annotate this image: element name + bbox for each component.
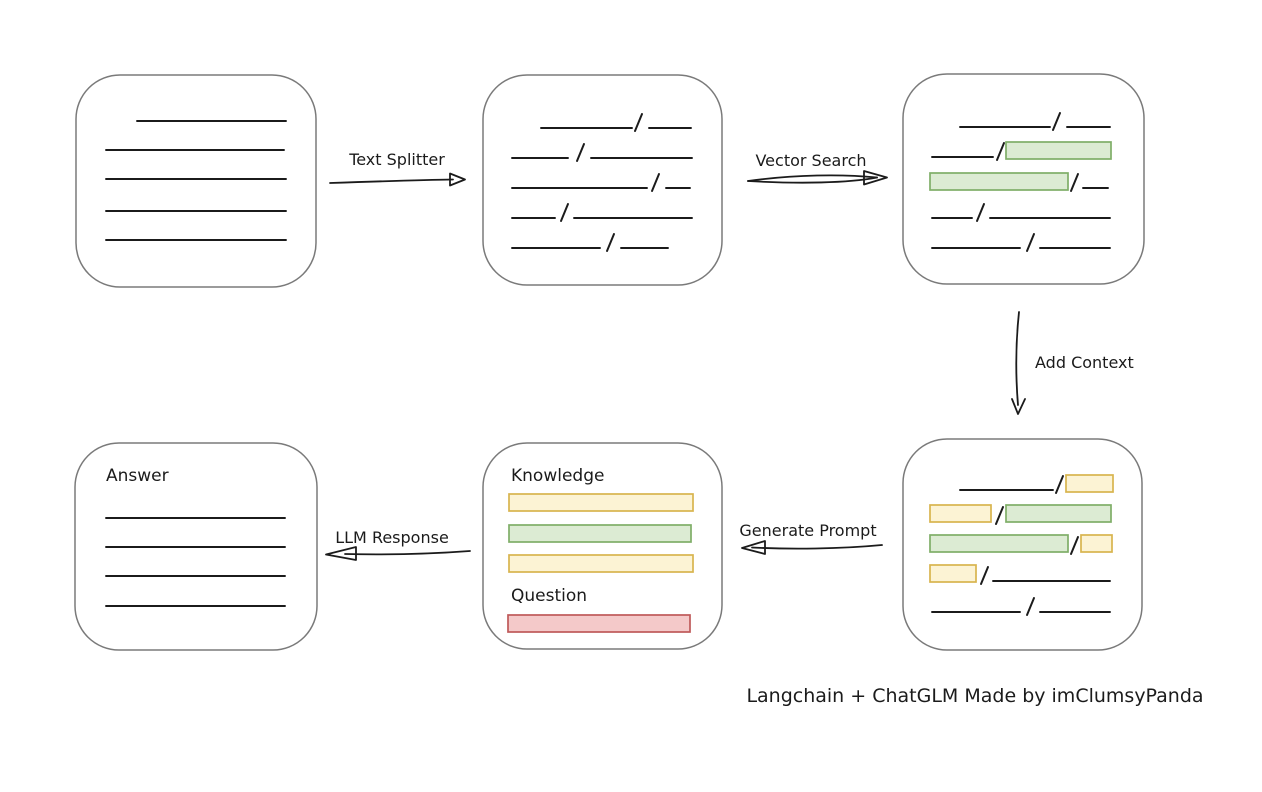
context-chunk-yellow bbox=[1065, 474, 1114, 493]
chunk-slash bbox=[634, 113, 643, 132]
prompt-box: Knowledge Question bbox=[482, 442, 723, 650]
answer-box: Answer bbox=[74, 442, 318, 651]
context-box bbox=[902, 438, 1143, 651]
diagram-caption: Langchain + ChatGLM Made by imClumsyPand… bbox=[746, 685, 1203, 707]
llm-response-arrow: LLM Response bbox=[325, 528, 471, 561]
matched-chunk-green bbox=[1005, 141, 1112, 160]
generate-prompt-arrow: Generate Prompt bbox=[739, 521, 883, 555]
answer-title: Answer bbox=[106, 466, 169, 486]
text-splitter-label: Text Splitter bbox=[348, 150, 445, 169]
knowledge-label: Knowledge bbox=[511, 466, 604, 486]
arrow-shaft bbox=[1015, 311, 1020, 406]
split-chunks-box bbox=[482, 74, 723, 286]
arrow-head bbox=[449, 172, 466, 187]
add-context-label: Add Context bbox=[1035, 353, 1134, 372]
question-label: Question bbox=[511, 586, 587, 606]
chunk-slash bbox=[980, 566, 989, 585]
arrow-shaft bbox=[751, 544, 883, 550]
chunk-slash bbox=[1052, 112, 1061, 131]
context-chunk-yellow bbox=[929, 564, 977, 583]
context-chunk-green bbox=[1005, 504, 1112, 523]
document-box-outline bbox=[75, 74, 317, 288]
add-context-arrow: Add Context bbox=[1011, 311, 1134, 415]
chunk-slash bbox=[1070, 173, 1079, 192]
context-chunk-yellow bbox=[1080, 534, 1113, 553]
matched-chunk-green bbox=[929, 172, 1069, 191]
arrow-head bbox=[325, 546, 357, 561]
chunk-slash bbox=[996, 142, 1005, 161]
context-chunk-green bbox=[929, 534, 1069, 553]
context-chunk-yellow bbox=[929, 504, 992, 523]
split-chunks-box-outline bbox=[482, 74, 723, 286]
vector-search-arrow: Vector Search bbox=[747, 151, 888, 186]
arrow-shaft bbox=[747, 176, 878, 184]
chunk-slash bbox=[576, 143, 585, 162]
chunk-slash bbox=[1055, 475, 1064, 494]
retrieved-chunks-box bbox=[902, 73, 1145, 285]
chunk-slash bbox=[995, 506, 1004, 525]
generate-prompt-label: Generate Prompt bbox=[739, 521, 876, 540]
knowledge-chunk-yellow bbox=[508, 554, 694, 573]
knowledge-chunk-green bbox=[508, 524, 692, 543]
vector-search-label: Vector Search bbox=[755, 151, 866, 170]
arrow-head bbox=[741, 540, 766, 555]
chunk-slash bbox=[606, 233, 615, 252]
chunk-slash bbox=[560, 203, 569, 222]
arrow-head bbox=[1011, 398, 1026, 415]
arrow-head bbox=[863, 170, 888, 186]
chunk-slash bbox=[651, 173, 660, 192]
chunk-slash bbox=[1026, 233, 1035, 252]
text-splitter-arrow: Text Splitter bbox=[329, 150, 466, 187]
chunk-slash bbox=[1070, 536, 1079, 555]
question-chunk-red bbox=[507, 614, 691, 633]
chunk-slash bbox=[1026, 597, 1035, 616]
document-box bbox=[75, 74, 317, 288]
chunk-slash bbox=[976, 203, 985, 222]
arrow-shaft bbox=[329, 178, 454, 184]
llm-response-label: LLM Response bbox=[335, 528, 449, 547]
knowledge-chunk-yellow bbox=[508, 493, 694, 512]
arrow-shaft bbox=[344, 550, 471, 556]
